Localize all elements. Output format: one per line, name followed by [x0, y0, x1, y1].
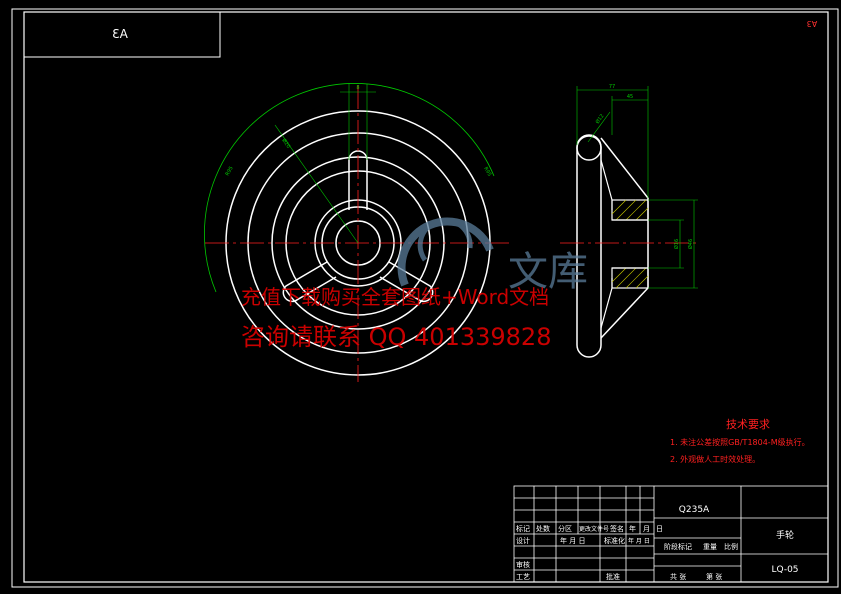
dim-diameter-inner: Ø20	[280, 137, 292, 149]
watermark-line2: 咨询请联系 QQ 401339828	[241, 323, 551, 351]
rev-header-month: 月	[643, 525, 650, 533]
hatch-pattern	[611, 199, 649, 289]
dim-diameter-leader	[274, 124, 359, 244]
spoke-lower-left	[282, 261, 337, 303]
process-label: 工艺	[516, 573, 530, 581]
stage-label: 阶段标记	[664, 542, 692, 551]
inner-border	[23, 11, 829, 583]
rim-top-circle	[576, 135, 602, 161]
rev-header-doc: 更改文件号	[579, 525, 609, 533]
sheet-size-box	[23, 11, 221, 58]
corner-mark: A3	[807, 19, 818, 28]
drawing-number: LQ-05	[771, 565, 798, 575]
dim-angle-leader	[587, 111, 611, 143]
tech-requirement-1: 1. 未注公差按照GB/T1804-M级执行。	[670, 437, 810, 447]
dim-length-total: 77	[609, 84, 615, 90]
rev-header-mark: 标记	[516, 524, 530, 533]
sheet-size-mirrored: A3	[112, 27, 128, 41]
web-inner-bottom	[600, 278, 613, 329]
front-view: 8 Ø20 R95 R95	[203, 83, 510, 382]
title-block-text: 标记 处数 分区 更改文件号 签名 年 月 日 设计 标准化 年 月 日 年 月…	[516, 524, 738, 581]
title-block	[513, 485, 829, 583]
scale-label: 比例	[724, 542, 738, 551]
dim-dia-bore: Ø16	[673, 239, 680, 249]
rev-header-year: 年	[629, 524, 636, 533]
spoke-lower-right	[379, 261, 434, 303]
watermark-line1: 充值下载购买全套图纸+Word文档	[241, 285, 549, 309]
design-label: 设计	[516, 536, 530, 545]
material-text: Q235A	[679, 505, 710, 515]
rev-header-count: 处数	[536, 524, 550, 533]
outer-border	[11, 8, 839, 588]
sheets-total: 共 张	[670, 572, 686, 581]
approve-label: 批准	[606, 572, 620, 581]
rev-header-sign: 签名	[610, 524, 624, 533]
watermark-logo: 文库	[397, 217, 588, 295]
rev-header-day: 日	[656, 525, 663, 533]
review-label: 审核	[516, 560, 530, 569]
design-date: 年 月 日	[560, 536, 585, 545]
side-view: 77 45 Ø12 Ø16 Ø46	[560, 84, 700, 358]
part-name: 手轮	[776, 529, 794, 541]
dim-angle-rim: Ø12	[594, 113, 606, 125]
watermark-logo-text: 文库	[508, 249, 588, 295]
rev-header-zone: 分区	[558, 524, 572, 533]
sheet-number: 第 张	[706, 572, 722, 581]
web-profile-top	[600, 137, 649, 339]
dim-radius-left: R95	[225, 165, 235, 177]
standardize-date: 年 月 日	[628, 537, 650, 545]
tech-requirement-2: 2. 外观做人工时效处理。	[670, 454, 760, 464]
radius-dimension-arc	[203, 83, 495, 293]
dim-dia-hub: Ø46	[687, 239, 694, 249]
rim-section	[576, 134, 602, 358]
standardize-label: 标准化	[604, 536, 625, 545]
tech-requirements: 技术要求 1. 未注公差按照GB/T1804-M级执行。 2. 外观做人工时效处…	[670, 418, 810, 464]
web-inner-top	[600, 159, 613, 210]
weight-label: 重量	[703, 543, 717, 551]
dim-radius-right: R95	[482, 166, 492, 178]
tech-requirements-title: 技术要求	[726, 418, 770, 431]
dim-length-hub: 45	[627, 94, 633, 100]
dim-spoke-width: 8	[356, 85, 359, 91]
